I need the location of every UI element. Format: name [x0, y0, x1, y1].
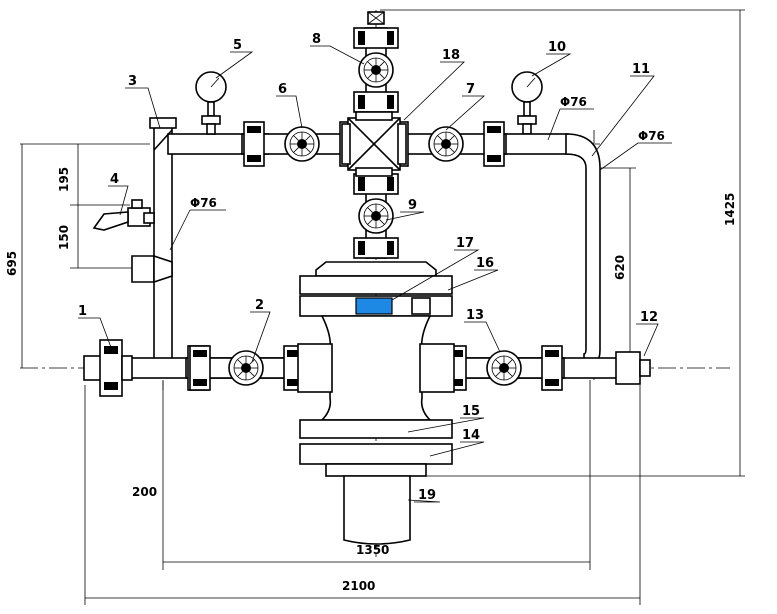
- needle-valve-4: [92, 199, 155, 231]
- dim-150: 150: [57, 225, 71, 250]
- callout-7: 7: [466, 82, 475, 97]
- callout-9: 9: [408, 198, 417, 213]
- callout-17: 17: [456, 236, 474, 251]
- top-cap: [367, 11, 385, 25]
- callout-10: 10: [548, 40, 566, 55]
- callout-14: 14: [462, 428, 480, 443]
- dim-phi76-right: Φ76: [638, 129, 665, 143]
- callout-1: 1: [78, 304, 87, 319]
- callout-3: 3: [128, 74, 137, 89]
- dim-2100: 2100: [342, 579, 375, 593]
- pressure-gauge-5: [195, 71, 227, 135]
- callout-11: 11: [632, 62, 650, 77]
- callout-16: 16: [476, 256, 494, 271]
- tubing-head-body: [297, 261, 455, 477]
- dim-phi76-top-right: Φ76: [560, 95, 587, 109]
- callout-13: 13: [466, 308, 484, 323]
- callout-2: 2: [255, 298, 264, 313]
- callout-6: 6: [278, 82, 287, 97]
- flange-1: [83, 339, 133, 397]
- callout-18: 18: [442, 48, 460, 63]
- hanger-highlight: [355, 297, 393, 315]
- dimension-lines: [20, 9, 745, 605]
- callout-labels: 1 2 3 4 5 6 7 8 9 10 11 12 13 14 15 16 1…: [78, 32, 658, 503]
- callout-19: 19: [418, 488, 436, 503]
- right-return-pipe: [489, 133, 621, 379]
- dim-200: 200: [132, 485, 157, 499]
- dim-695: 695: [5, 251, 19, 276]
- casing-pipe-19: [343, 475, 411, 545]
- pressure-gauge-10: [511, 71, 543, 135]
- dim-1425: 1425: [723, 193, 737, 226]
- dim-620: 620: [613, 255, 627, 280]
- dim-1350: 1350: [356, 543, 389, 557]
- callout-4: 4: [110, 172, 119, 187]
- dim-195: 195: [57, 167, 71, 192]
- riser-tee: [131, 254, 173, 284]
- callout-8: 8: [312, 32, 321, 47]
- gate-valves: [185, 27, 565, 391]
- callout-5: 5: [233, 38, 242, 53]
- dim-phi76-left: Φ76: [190, 196, 217, 210]
- cross-18: [341, 111, 407, 177]
- callout-12: 12: [640, 310, 658, 325]
- leader-lines: [78, 45, 659, 503]
- dimension-labels: 195 150 695 620 1425 200 1350 2100 Φ76 Φ…: [5, 95, 737, 593]
- flange-12: [615, 351, 651, 385]
- callout-15: 15: [462, 404, 480, 419]
